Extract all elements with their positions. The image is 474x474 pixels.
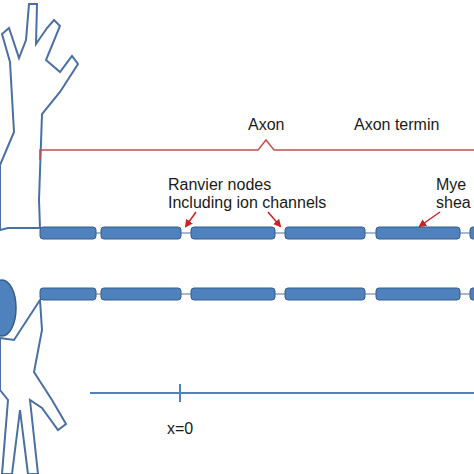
dendrite-upper xyxy=(0,4,78,230)
callout-label: Mye xyxy=(436,176,466,194)
callout-arrow xyxy=(420,212,440,226)
callout-label: Ranvier nodes xyxy=(168,176,271,194)
callout-label: shea xyxy=(436,194,471,212)
callout-arrow xyxy=(186,212,196,226)
myelin-sheaths xyxy=(40,227,474,300)
callout-label: Including ion channels xyxy=(168,194,326,212)
axis-tick xyxy=(179,384,181,402)
region-label: Axon termin xyxy=(354,116,439,134)
axis-label: x=0 xyxy=(167,420,193,438)
x-axis xyxy=(90,392,474,394)
cell-body xyxy=(0,280,16,336)
axon-bracket xyxy=(40,140,474,160)
dendrite-lower xyxy=(0,300,66,474)
bracket-label: Axon xyxy=(248,116,284,134)
callout-arrow xyxy=(268,212,280,226)
